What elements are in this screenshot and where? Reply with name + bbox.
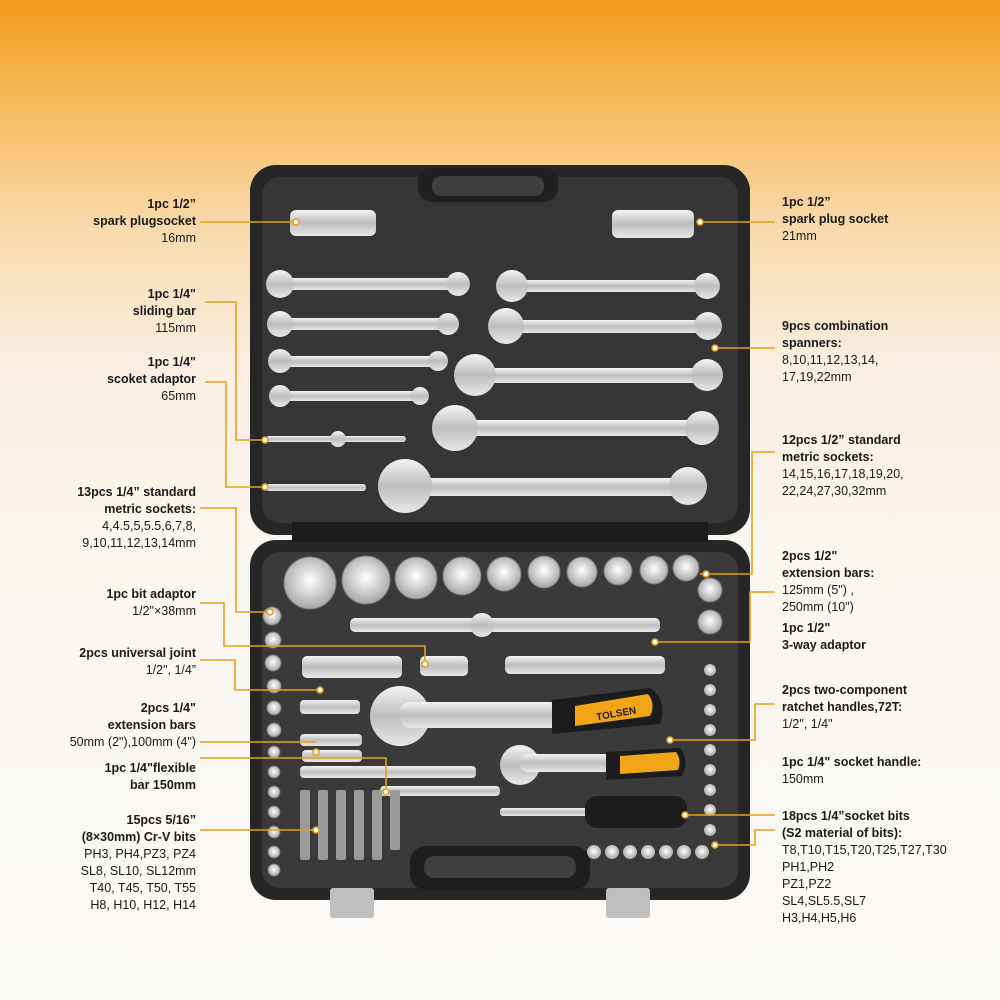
label-line: 9pcs combination bbox=[782, 319, 889, 333]
label-line: 125mm (5") , bbox=[782, 583, 854, 597]
label-ratchets: 2pcs two-component ratchet handles,72T: … bbox=[782, 682, 907, 733]
half-inch-sockets bbox=[283, 554, 723, 635]
label-spark-plug-21: 1pc 1/2” spark plug socket 21mm bbox=[782, 194, 888, 245]
universal-joint bbox=[302, 656, 402, 678]
label-line: 1pc 1/4"flexible bbox=[104, 761, 196, 775]
label-line: 1pc 1/4" socket handle: bbox=[782, 755, 922, 769]
label-line: 3-way adaptor bbox=[782, 638, 867, 652]
label-line: 2pcs 1/4" bbox=[140, 701, 196, 715]
label-line: scoket adaptor bbox=[107, 372, 196, 386]
label-line: 1/2"×38mm bbox=[132, 604, 196, 618]
label-line: 14,15,16,17,18,19,20, bbox=[782, 467, 904, 481]
label-ext-bars-quarter: 2pcs 1/4" extension bars 50mm (2"),100mm… bbox=[70, 700, 196, 751]
label-line: 17,19,22mm bbox=[782, 370, 852, 384]
label-metric-12: 12pcs 1/2” standard metric sockets: 14,1… bbox=[782, 432, 904, 500]
label-line: 9,10,11,12,13,14mm bbox=[82, 536, 196, 550]
label-line: 1pc 1/4" bbox=[147, 355, 196, 369]
label-line: 1/2", 1/4" bbox=[782, 717, 833, 731]
label-line: 1pc 1/2” bbox=[147, 197, 196, 211]
label-line: 22,24,27,30,32mm bbox=[782, 484, 887, 498]
quarter-inch-sockets bbox=[262, 606, 282, 877]
spanners bbox=[266, 270, 723, 513]
leader-lines bbox=[200, 218, 775, 849]
label-line: 1pc 1/2" bbox=[782, 621, 831, 635]
label-line: SL8, SL10, SL12mm bbox=[80, 864, 196, 878]
label-line: 50mm (2"),100mm (4") bbox=[69, 735, 196, 749]
label-line: SL4,SL5.5,SL7 bbox=[782, 894, 867, 908]
label-line: spark plugsocket bbox=[93, 214, 196, 228]
label-socket-bits: 18pcs 1/4”socket bits (S2 material of bi… bbox=[782, 808, 947, 927]
socket-adaptor bbox=[266, 484, 366, 491]
label-socket-adaptor: 1pc 1/4" scoket adaptor 65mm bbox=[107, 354, 196, 405]
ratchet-quarter bbox=[500, 745, 686, 785]
label-line: 1/2", 1/4” bbox=[145, 663, 196, 677]
ratchet-half: TOLSEN bbox=[370, 686, 663, 746]
label-line: sliding bar bbox=[132, 304, 196, 318]
label-line: extension bars bbox=[107, 718, 196, 732]
label-line: 16mm bbox=[161, 231, 196, 245]
label-line: 15pcs 5/16” bbox=[126, 813, 197, 827]
label-line: bar 150mm bbox=[129, 778, 196, 792]
latch-left[interactable] bbox=[330, 888, 374, 918]
label-line: T8,T10,T15,T20,T25,T27,T30 bbox=[782, 843, 947, 857]
label-line: 18pcs 1/4”socket bits bbox=[782, 809, 910, 823]
label-crv-bits: 15pcs 5/16” (8×30mm) Cr-V bits PH3, PH4,… bbox=[81, 812, 196, 914]
label-line: 250mm (10") bbox=[782, 600, 854, 614]
extension-bar-half bbox=[350, 618, 660, 632]
label-line: H3,H4,H5,H6 bbox=[782, 911, 857, 925]
label-ext-bars-half: 2pcs 1/2" extension bars: 125mm (5") , 2… bbox=[782, 548, 874, 616]
flexible-bar bbox=[380, 786, 500, 796]
label-socket-handle: 1pc 1/4" socket handle: 150mm bbox=[782, 754, 921, 788]
label-flexible-bar: 1pc 1/4"flexible bar 150mm bbox=[105, 760, 196, 794]
label-metric-13: 13pcs 1/4” standard metric sockets: 4,4.… bbox=[77, 484, 196, 552]
label-sliding-bar: 1pc 1/4" sliding bar 115mm bbox=[133, 286, 196, 337]
label-line: 13pcs 1/4” standard bbox=[77, 485, 196, 499]
case-lid bbox=[250, 165, 750, 535]
label-line: T40, T45, T50, T55 bbox=[89, 881, 196, 895]
label-line: extension bars: bbox=[782, 566, 875, 580]
label-line: 65mm bbox=[161, 389, 196, 403]
label-line: 2pcs 1/2" bbox=[782, 549, 838, 563]
label-line: PH1,PH2 bbox=[782, 860, 835, 874]
label-line: 1pc 1/4" bbox=[147, 287, 196, 301]
label-line: 115mm bbox=[155, 321, 196, 335]
label-line: 21mm bbox=[782, 229, 817, 243]
label-universal-joint: 2pcs universal joint 1/2", 1/4” bbox=[79, 645, 196, 679]
label-line: 150mm bbox=[782, 772, 824, 786]
label-line: 4,4.5,5,5.5,6,7,8, bbox=[102, 519, 196, 533]
label-line: metric sockets: bbox=[104, 502, 196, 516]
label-line: 2pcs universal joint bbox=[79, 646, 196, 660]
socket-bits bbox=[587, 664, 716, 859]
bits bbox=[300, 790, 400, 860]
label-line: 2pcs two-component bbox=[782, 683, 908, 697]
label-line: spark plug socket bbox=[782, 212, 889, 226]
label-line: 1pc bit adaptor bbox=[106, 587, 196, 601]
label-spanners: 9pcs combination spanners: 8,10,11,12,13… bbox=[782, 318, 888, 386]
label-line: 8,10,11,12,13,14, bbox=[782, 353, 879, 367]
label-three-way: 1pc 1/2" 3-way adaptor bbox=[782, 620, 866, 654]
label-line: spanners: bbox=[782, 336, 842, 350]
label-bit-adaptor: 1pc bit adaptor 1/2"×38mm bbox=[106, 586, 196, 620]
label-line: metric sockets: bbox=[782, 450, 874, 464]
label-line: 12pcs 1/2” standard bbox=[782, 433, 901, 447]
label-spark-plug-16: 1pc 1/2” spark plugsocket 16mm bbox=[93, 196, 196, 247]
spark-plug-socket-21 bbox=[612, 210, 694, 238]
spark-plug-socket-16 bbox=[290, 210, 376, 236]
label-line: (S2 material of bits): bbox=[782, 826, 903, 840]
label-line: (8×30mm) Cr-V bits bbox=[81, 830, 196, 844]
label-line: PH3, PH4,PZ3, PZ4 bbox=[84, 847, 196, 861]
socket-handle bbox=[500, 808, 592, 816]
label-line: 1pc 1/2” bbox=[782, 195, 831, 209]
latch-right[interactable] bbox=[606, 888, 650, 918]
label-line: H8, H10, H12, H14 bbox=[90, 898, 196, 912]
label-line: PZ1,PZ2 bbox=[782, 877, 832, 891]
label-line: ratchet handles,72T: bbox=[782, 700, 903, 714]
